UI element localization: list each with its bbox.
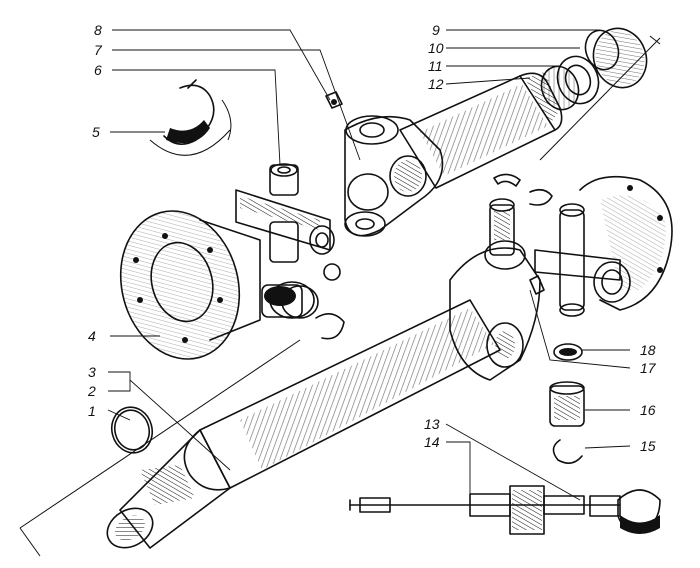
callout-10: 10 [428,40,444,56]
axis-lines [19,35,661,557]
callout-3: 3 [88,364,96,380]
seal [149,79,232,156]
callout-2: 2 [87,383,96,399]
callout-16: 16 [640,402,656,418]
leader-lines [107,29,631,501]
grease-nipple [325,91,343,109]
callout-14: 14 [424,434,440,450]
callout-6: 6 [94,62,102,78]
callout-18: 18 [640,342,656,358]
flange [119,210,261,360]
upper-yoke [344,115,444,237]
cross-spider [235,163,335,263]
small-parts [493,173,585,464]
callout-15: 15 [640,438,656,454]
callout-8: 8 [94,22,102,38]
assembled-shaft-inset [349,485,661,535]
callout-5: 5 [92,124,100,140]
callout-9: 9 [432,22,440,38]
callout-12: 12 [428,76,444,92]
callout-11: 11 [428,58,443,74]
callout-labels: 1 2 3 4 5 6 7 8 9 10 11 12 13 14 15 16 1… [87,22,657,454]
o-ring [110,406,154,454]
lower-yoke [449,240,541,381]
callout-1: 1 [88,403,96,419]
bearing-stack-top [540,27,648,111]
lower-shaft [106,299,501,549]
callout-7: 7 [94,42,103,58]
callout-4: 4 [88,328,96,344]
right-flange [579,175,673,311]
callout-13: 13 [424,416,440,432]
callout-17: 17 [640,360,657,376]
upper-shaft [399,72,563,189]
bearing-cup-left [261,263,345,340]
